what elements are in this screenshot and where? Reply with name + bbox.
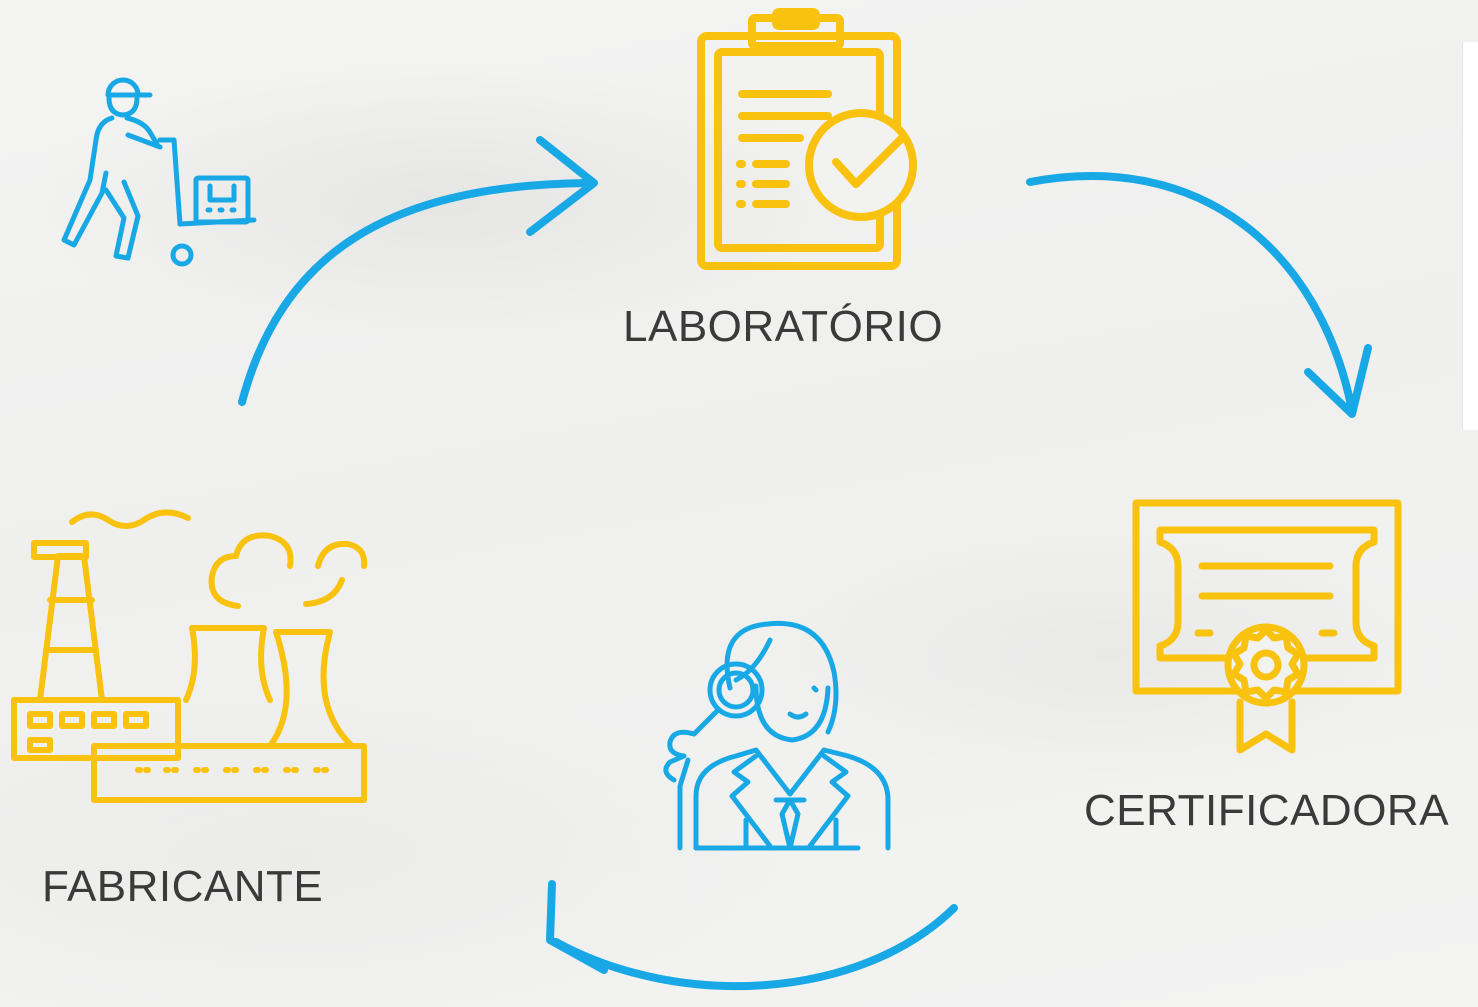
node-label-laboratorio: LABORATÓRIO [623,302,944,351]
node-label-fabricante: FABRICANTE [42,862,324,911]
delivery-hand-truck-icon [61,77,257,267]
node-label-certificadora: CERTIFICADORA [1084,786,1450,835]
clipboard-check-icon [697,8,917,270]
inspector-magnifier-icon [663,620,891,851]
certificate-icon [1132,499,1402,754]
factory-icon [11,509,368,803]
arrow-inspetor-to-fabricante [546,880,958,991]
arrow-fabricante-to-laboratorio [238,136,598,406]
arrow-laboratorio-to-certificadora [1026,172,1372,418]
side-panel-edge [1462,42,1478,430]
